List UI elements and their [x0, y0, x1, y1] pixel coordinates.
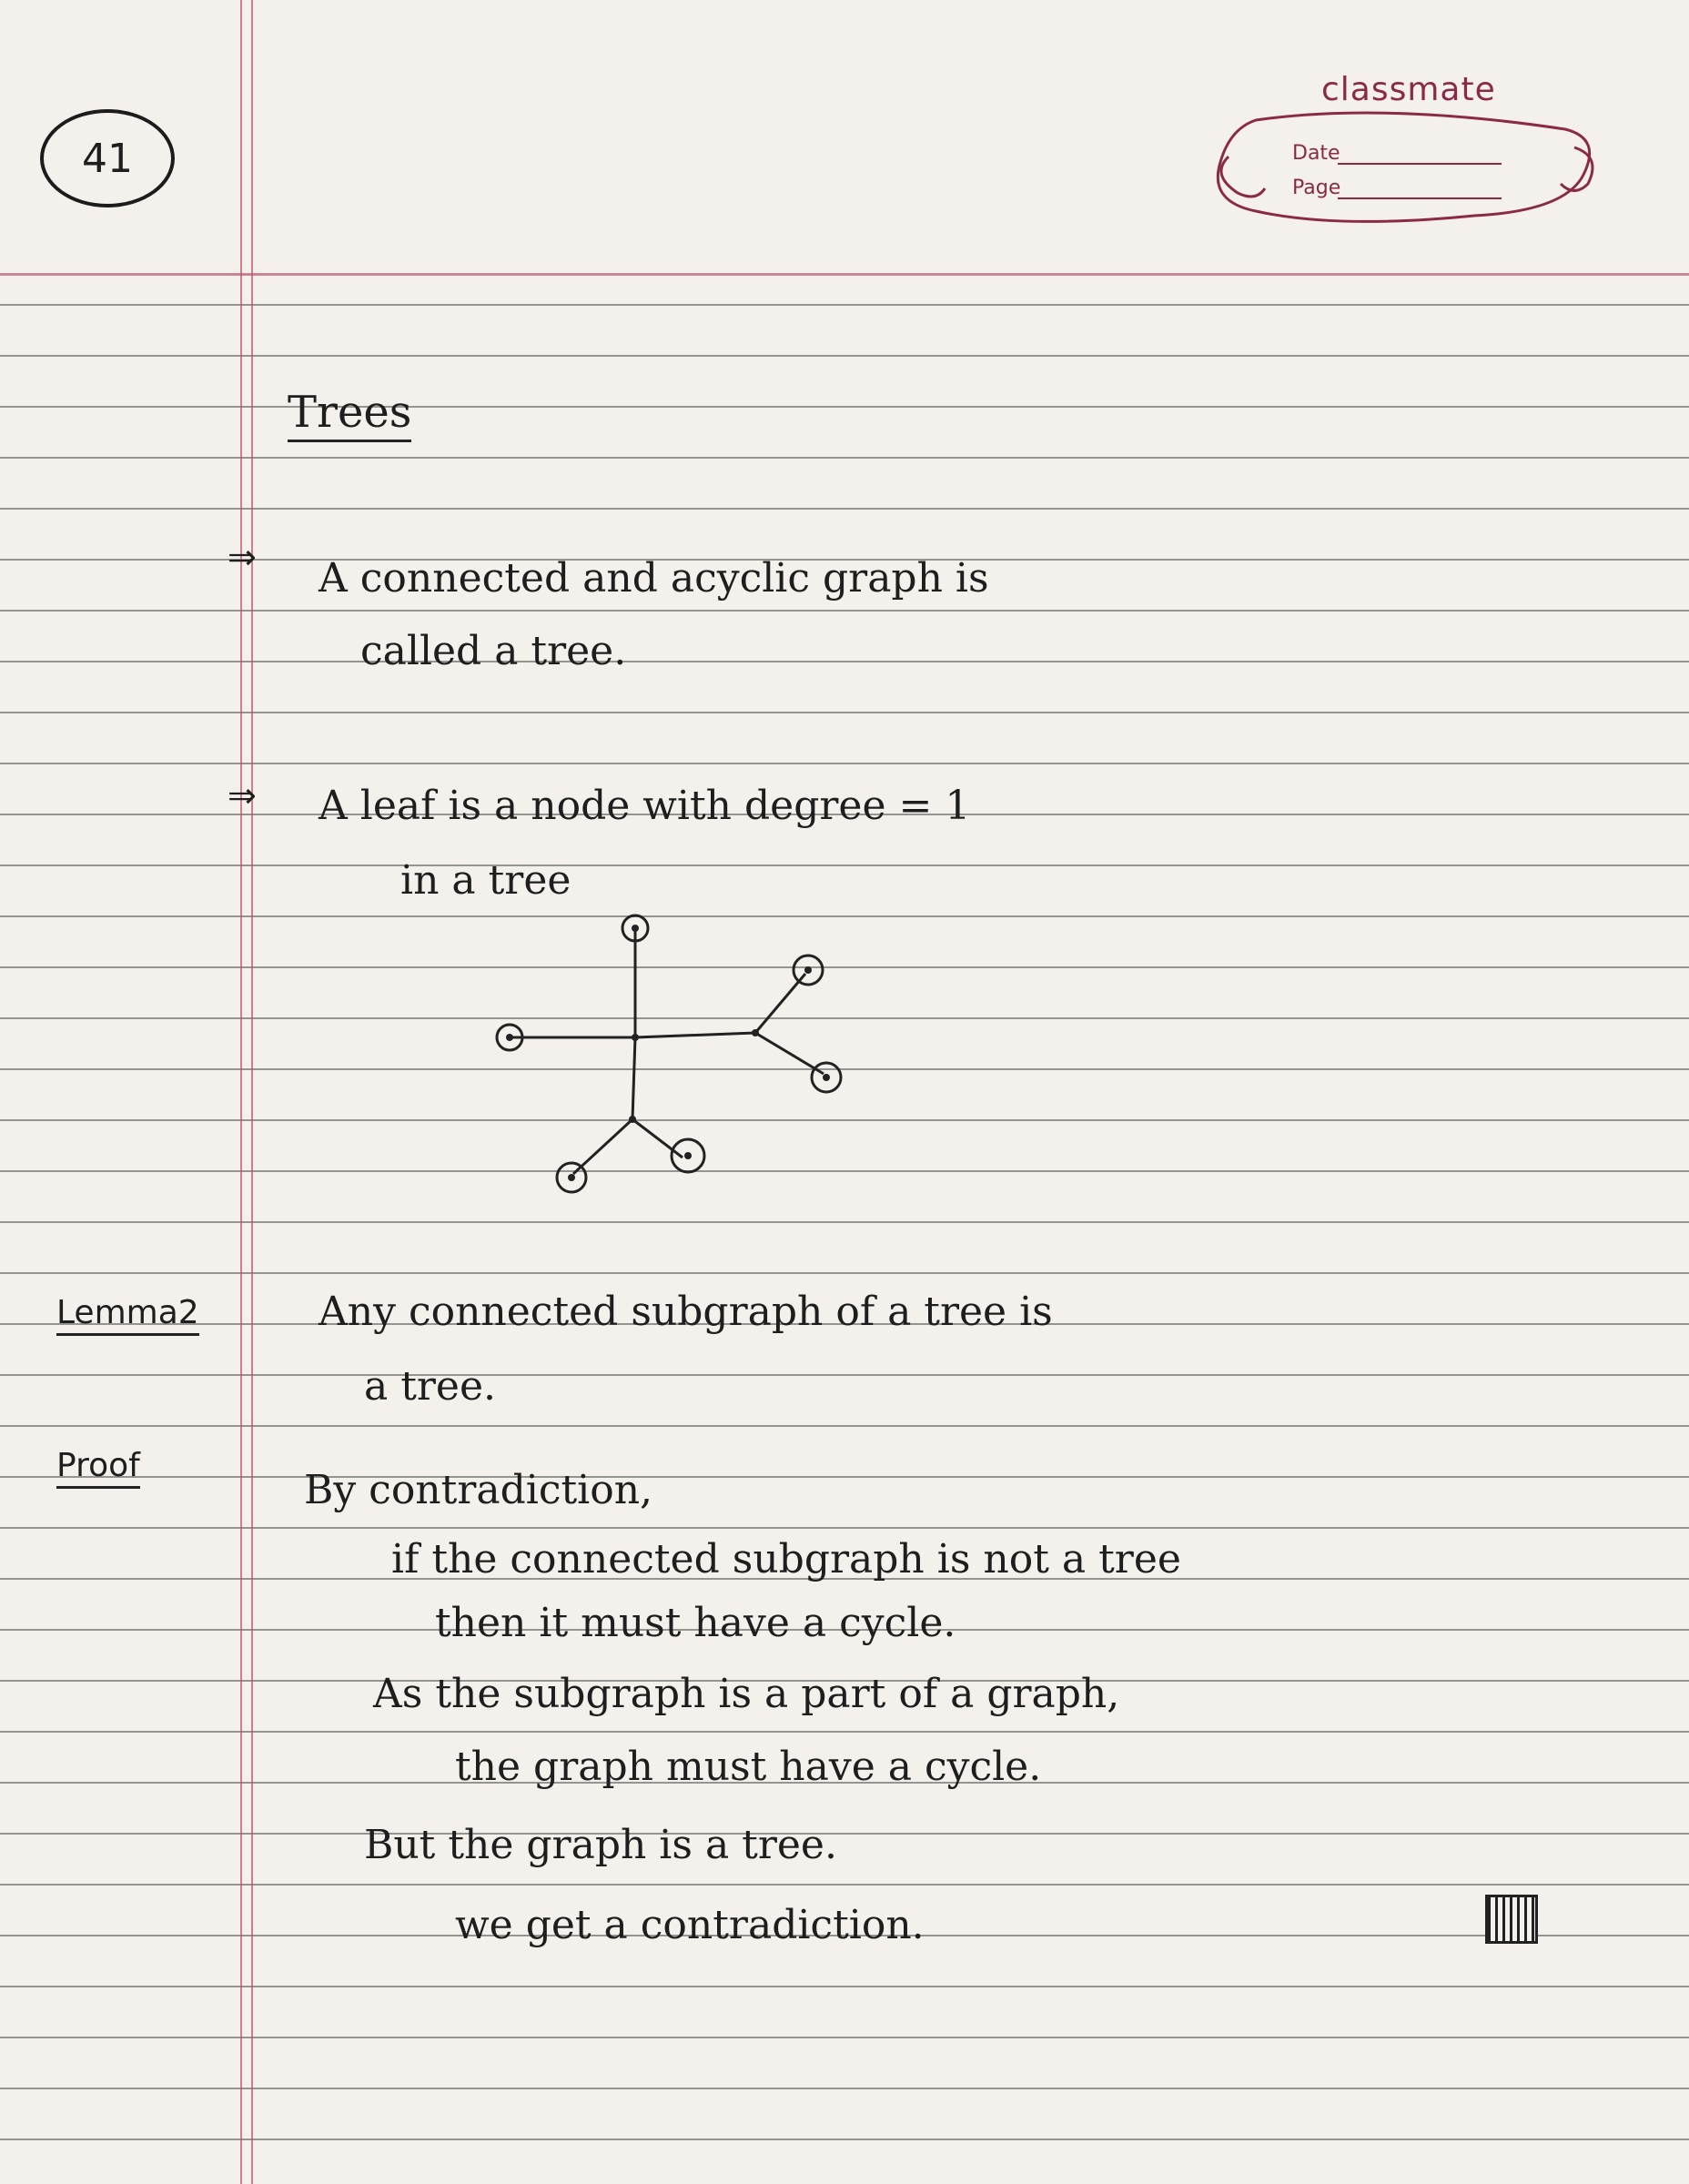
tree-edge [571, 1117, 634, 1176]
tree-edge [631, 1036, 637, 1120]
tree-node-dot [632, 925, 639, 932]
lemma-line1: Any connected subgraph of a tree is [319, 1289, 1053, 1335]
tree-leaf-node [670, 1138, 706, 1174]
tree-diagram [495, 914, 843, 1194]
tree-node-dot [568, 1174, 575, 1181]
header-area [0, 0, 1689, 273]
tree-edge [632, 1117, 683, 1159]
tree-leaf-node [495, 1023, 524, 1052]
proof-line: then it must have a cycle. [435, 1600, 956, 1646]
tree-node-dot [506, 1034, 513, 1041]
tree-edge [753, 973, 807, 1034]
lemma-line2: a tree. [364, 1363, 496, 1410]
definition-tree-line2: called a tree. [360, 628, 627, 674]
tree-leaf-node [792, 954, 824, 986]
proof-line: But the graph is a tree. [364, 1822, 837, 1868]
tree-edge [754, 1031, 824, 1076]
tree-node-dot [823, 1074, 830, 1081]
double-arrow-icon: ⇒ [228, 775, 257, 815]
tree-leaf-node [621, 914, 650, 943]
tree-leaf-node [810, 1061, 843, 1094]
proof-line: if the connected subgraph is not a tree [391, 1536, 1181, 1582]
proof-line: the graph must have a cycle. [455, 1744, 1042, 1790]
tree-internal-node [632, 1034, 639, 1041]
tree-node-dot [804, 966, 812, 974]
brand-logo: classmate [1321, 71, 1496, 108]
page-number: 41 [40, 109, 175, 207]
header-rule [0, 273, 1689, 276]
qed-box-icon [1485, 1895, 1538, 1944]
tree-edge [634, 1031, 756, 1039]
page-label: Page [1292, 177, 1341, 199]
margin-line-left [240, 0, 242, 2184]
tree-internal-node [752, 1029, 759, 1036]
proof-line: As the subgraph is a part of a graph, [373, 1671, 1120, 1717]
tree-node-dot [684, 1152, 692, 1159]
margin-line-right [251, 0, 253, 2184]
heading-trees: Trees [288, 387, 412, 442]
definition-leaf-line2: in a tree [400, 857, 571, 904]
definition-tree-line1: A connected and acyclic graph is [319, 555, 989, 602]
date-label: Date [1292, 142, 1340, 165]
scroll-frame-icon [1216, 111, 1594, 223]
definition-leaf-line1: A leaf is a node with degree = 1 [319, 783, 971, 829]
proof-label: Proof [56, 1447, 140, 1489]
tree-internal-node [629, 1116, 636, 1123]
tree-leaf-node [555, 1161, 588, 1194]
proof-line: By contradiction, [304, 1467, 653, 1513]
lemma-label: Lemma2 [56, 1294, 199, 1336]
double-arrow-icon: ⇒ [228, 537, 257, 577]
proof-line: we get a contradiction. [455, 1902, 925, 1948]
date-page-box: Date Page [1201, 102, 1602, 238]
